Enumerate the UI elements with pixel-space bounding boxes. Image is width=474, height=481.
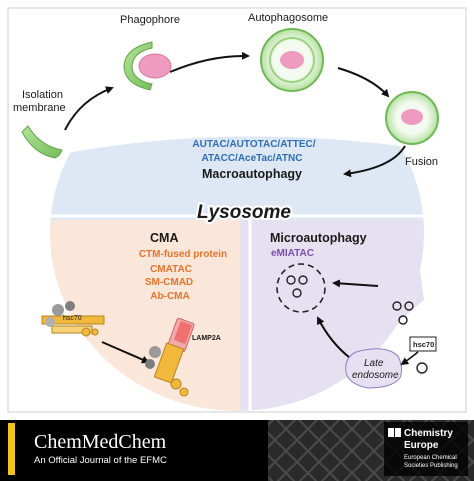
lysosome-top-mask [40, 50, 440, 158]
lamp2a-cargo-dot-1 [170, 378, 182, 390]
lysosome-label: Lysosome [197, 202, 291, 223]
cma-hsc70-blob-2 [65, 301, 75, 311]
arrow-cargo-to-vesicle [332, 279, 379, 288]
chemistry-europe-logo [388, 428, 401, 437]
cma-title: CMA [150, 231, 178, 245]
macro-strategies-line2: ATACC/AceTac/ATNC [202, 153, 303, 164]
micro-membrane-bulge [385, 270, 424, 322]
microautophagy-title: Microautophagy [270, 231, 367, 245]
publisher-name-line2: Europe [404, 440, 439, 451]
micro-free-cargo-3 [398, 315, 408, 325]
cma-strategy-2: CMATAC [150, 264, 192, 275]
micro-hsc70-label: hsc70 [413, 340, 434, 349]
fusion-cargo [401, 109, 423, 125]
lamp2a-substrate-bar [153, 342, 185, 384]
phagophore-label: Phagophore [120, 14, 180, 26]
macro-strategies-line1: AUTAC/AUTOTAC/ATTEC/ [192, 139, 315, 150]
lamp2a-cargo-dot-2 [179, 387, 189, 397]
isolation-membrane-label-line1: Isolation [22, 89, 63, 101]
lamp2a-hsc70-blob-2 [145, 359, 155, 369]
arrow-cma-to-lamp2a [101, 341, 150, 364]
micro-invagination-vesicle [276, 263, 326, 313]
cma-strategy-1: CTM-fused protein [139, 249, 227, 260]
autophagosome-inner-membrane [269, 37, 315, 83]
isolation-membrane-shape [21, 125, 63, 159]
cma-cargo-dot-1 [81, 327, 91, 337]
micro-free-cargo-2 [404, 301, 414, 311]
micro-cargo-2 [298, 275, 308, 285]
macroautophagy-title: Macroautophagy [202, 167, 302, 181]
micro-cargo-1 [286, 275, 296, 285]
isolation-membrane-label-line2: membrane [13, 102, 66, 114]
footer-accent-stripe [8, 423, 15, 475]
arrow-phagophore-to-autophagosome [169, 51, 250, 73]
lamp2a-receptor-top [173, 321, 193, 344]
cma-hsc70-complex [41, 301, 105, 337]
lamp2a-label: LAMP2A [192, 335, 221, 342]
arrow-autophagosome-to-fusion [337, 67, 390, 98]
cma-strategy-4: Ab-CMA [150, 291, 189, 302]
publisher-sub-line2: Societies Publishing [404, 463, 458, 469]
publisher-name-line1: Chemistry [404, 428, 453, 439]
cma-hsc70-label: hsc70 [63, 315, 82, 322]
publisher-sub-line1: European Chemical [404, 455, 457, 461]
fusion-label: Fusion [405, 156, 438, 168]
cma-strategy-3: SM-CMAD [145, 277, 193, 288]
phagophore-cargo [138, 53, 172, 79]
arrow-hsc70-to-endosome [400, 351, 419, 366]
micro-free-cargo-1 [392, 301, 402, 311]
late-endosome-shape [345, 348, 403, 389]
logo-mark-left [388, 428, 394, 437]
cma-substrate-bar-2 [51, 325, 93, 334]
arrow-endosome-to-vesicle [317, 316, 351, 359]
microautophagy-strategy: eMIATAC [271, 248, 314, 259]
late-endosome-label-line2: endosome [352, 370, 399, 381]
late-endosome-label-line1: Late [364, 358, 384, 369]
logo-mark-right [395, 428, 401, 437]
cma-substrate-bar [41, 315, 105, 325]
micro-hsc70-cargo [416, 362, 428, 374]
autophagosome-label: Autophagosome [248, 12, 328, 24]
micro-hsc70-box [409, 336, 437, 352]
cma-cargo-dot-2 [91, 328, 99, 336]
lamp2a-hsc70-blob-1 [149, 346, 161, 358]
micro-cargo-3 [292, 288, 302, 298]
cma-hsc70-blob-1 [52, 304, 64, 316]
journal-name: ChemMedChem [34, 431, 167, 453]
phagophore-shape [123, 41, 153, 91]
arrow-fusion-to-lysosome [343, 145, 406, 178]
arrow-isolation-to-phagophore [64, 86, 114, 131]
autophagosome-cargo [280, 51, 304, 69]
lamp2a-receptor [145, 317, 195, 397]
cma-hsc70-blob-3 [45, 317, 55, 327]
journal-tagline: An Official Journal of the EFMC [34, 455, 167, 466]
